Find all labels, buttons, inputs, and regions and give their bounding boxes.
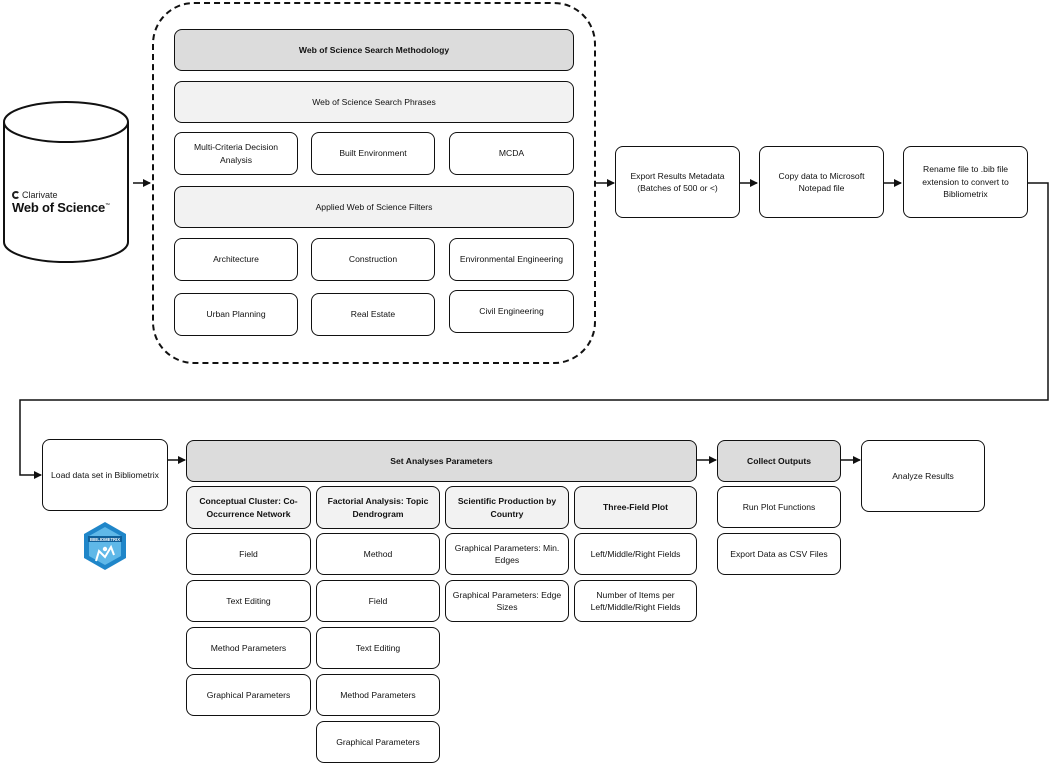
analysis-item: Method Parameters <box>186 627 311 669</box>
analyze-step: Analyze Results <box>861 440 985 512</box>
analysis-item: Graphical Parameters <box>316 721 440 763</box>
analysis-header-three-field: Three-Field Plot <box>574 486 697 529</box>
analysis-header-production: Scientific Production by Country <box>445 486 569 529</box>
analysis-item: Graphical Parameters <box>186 674 311 716</box>
analysis-item: Graphical Parameters: Min. Edges <box>445 533 569 575</box>
methodology-container <box>152 2 596 364</box>
bibliometrix-logo-text: BIBLIOMETRIX <box>90 537 120 542</box>
analyses-title: Set Analyses Parameters <box>186 440 697 482</box>
filter-box: Civil Engineering <box>449 290 574 333</box>
analysis-header-co-occurrence: Conceptual Cluster: Co-Occurrence Networ… <box>186 486 311 529</box>
output-item: Export Data as CSV Files <box>717 533 841 575</box>
search-phrases-title: Web of Science Search Phrases <box>174 81 574 123</box>
analysis-item: Field <box>186 533 311 575</box>
filter-box: Real Estate <box>311 293 435 336</box>
analysis-item: Number of Items per Left/Middle/Right Fi… <box>574 580 697 622</box>
analysis-item: Field <box>316 580 440 622</box>
bibliometrix-logo: BIBLIOMETRIX <box>84 522 126 570</box>
clarivate-label: Clarivate <box>22 190 58 200</box>
phrase-box: Multi-Criteria Decision Analysis <box>174 132 298 175</box>
outputs-title: Collect Outputs <box>717 440 841 482</box>
copy-step: Copy data to Microsoft Notepad file <box>759 146 884 218</box>
database-name: Web of Science™ <box>12 200 110 215</box>
filter-box: Architecture <box>174 238 298 281</box>
database-cylinder <box>3 101 129 263</box>
load-step: Load data set in Bibliometrix <box>42 439 168 511</box>
methodology-title: Web of Science Search Methodology <box>174 29 574 71</box>
analysis-item: Text Editing <box>186 580 311 622</box>
rename-step: Rename file to .bib file extension to co… <box>903 146 1028 218</box>
arrow-rename-to-load <box>19 182 1049 479</box>
analysis-item: Left/Middle/Right Fields <box>574 533 697 575</box>
web-of-science-logo: Clarivate Web of Science™ <box>12 190 130 215</box>
analysis-header-dendrogram: Factorial Analysis: Topic Dendrogram <box>316 486 440 529</box>
filter-box: Environmental Engineering <box>449 238 574 281</box>
phrase-box: MCDA <box>449 132 574 175</box>
analysis-item: Method Parameters <box>316 674 440 716</box>
filters-title: Applied Web of Science Filters <box>174 186 574 228</box>
output-item: Run Plot Functions <box>717 486 841 528</box>
analysis-item: Method <box>316 533 440 575</box>
clarivate-wordmark: Clarivate <box>12 190 130 200</box>
filter-box: Urban Planning <box>174 293 298 336</box>
clarivate-mark-icon <box>12 191 20 199</box>
analysis-item: Text Editing <box>316 627 440 669</box>
export-step: Export Results Metadata (Batches of 500 … <box>615 146 740 218</box>
phrase-box: Built Environment <box>311 132 435 175</box>
analysis-item: Graphical Parameters: Edge Sizes <box>445 580 569 622</box>
filter-box: Construction <box>311 238 435 281</box>
